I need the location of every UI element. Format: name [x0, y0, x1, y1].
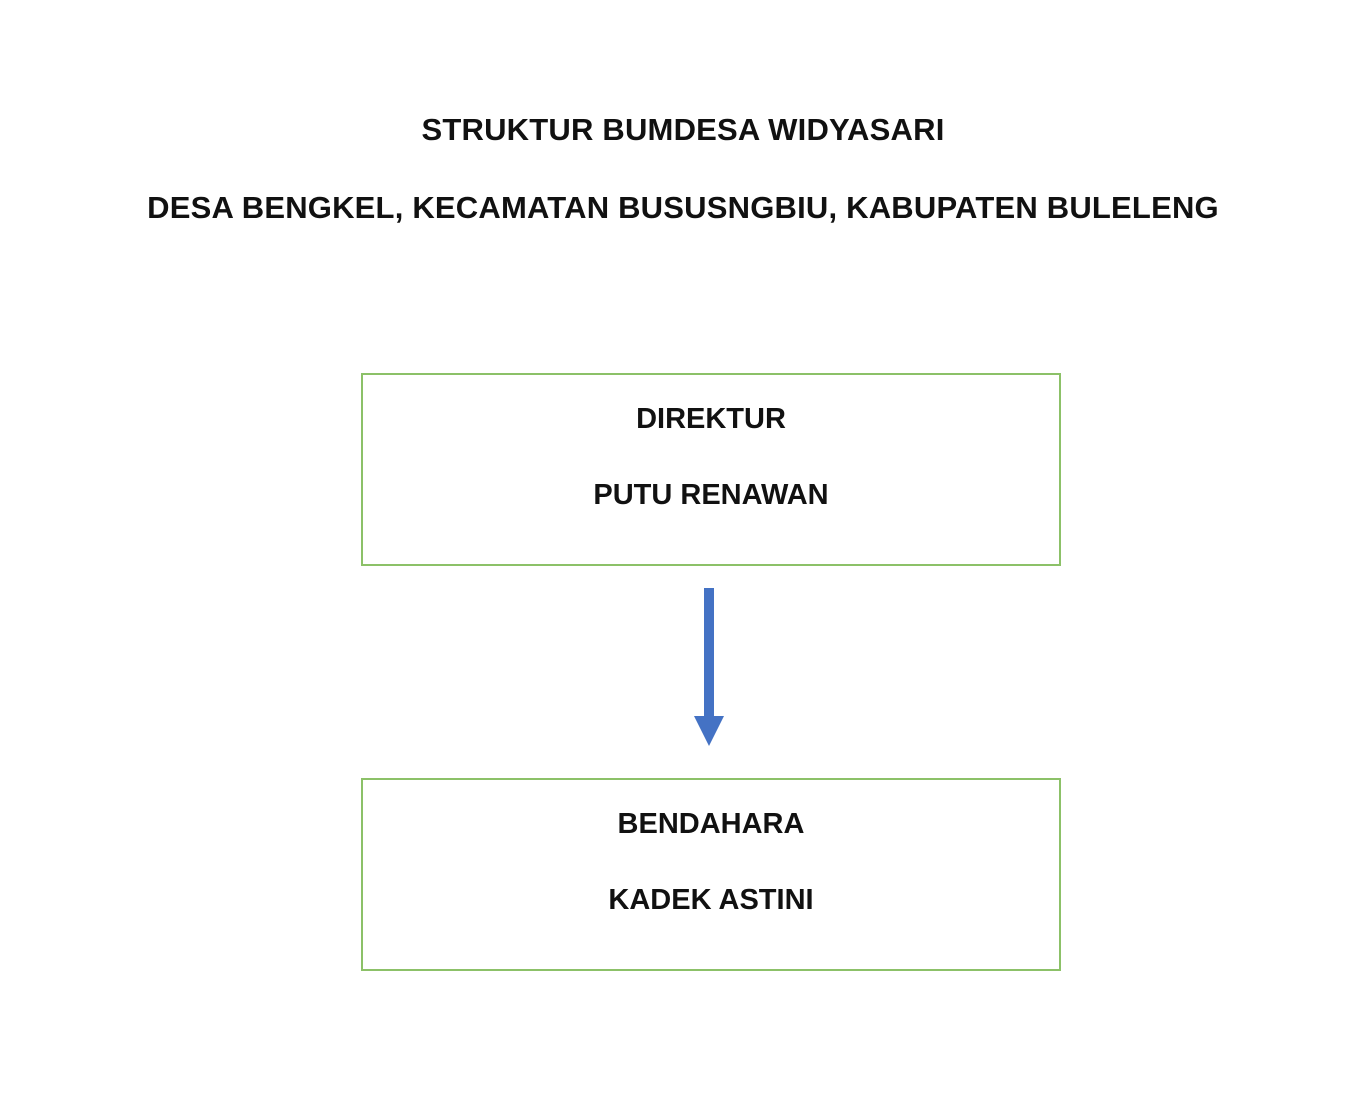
- org-box-direktur: DIREKTUR PUTU RENAWAN: [361, 373, 1061, 566]
- down-arrow-icon: [694, 588, 724, 746]
- diagram-title: STRUKTUR BUMDESA WIDYASARI: [421, 112, 945, 147]
- role-label-direktur: DIREKTUR: [636, 403, 786, 435]
- arrow-shaft: [704, 588, 714, 718]
- diagram-subtitle: DESA BENGKEL, KECAMATAN BUSUSNGBIU, KABU…: [147, 190, 1219, 225]
- person-name-direktur: PUTU RENAWAN: [593, 479, 829, 511]
- role-label-bendahara: BENDAHARA: [617, 808, 805, 840]
- org-box-bendahara: BENDAHARA KADEK ASTINI: [361, 778, 1061, 971]
- arrow-head: [694, 716, 724, 746]
- person-name-bendahara: KADEK ASTINI: [608, 884, 814, 916]
